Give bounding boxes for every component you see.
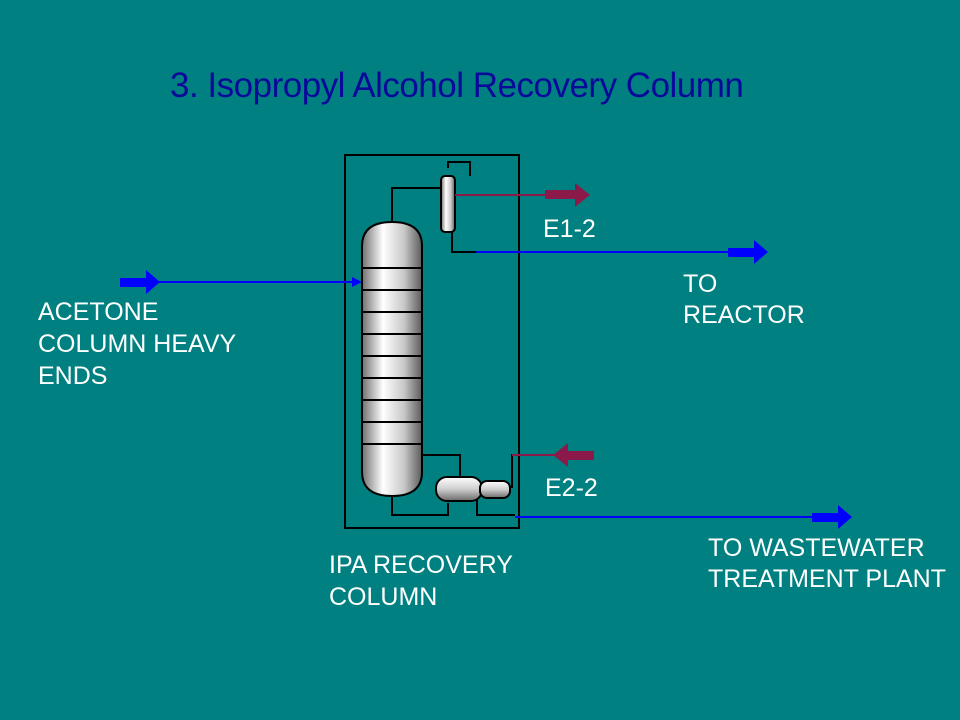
feed-label: ACETONE COLUMN HEAVY ENDS [38, 298, 243, 390]
column-label: IPA RECOVERY COLUMN [329, 551, 519, 611]
page-title: 3. Isopropyl Alcohol Recovery Column [170, 66, 744, 105]
ipa-recovery-column [361, 220, 423, 498]
energy-stream-e1-2 [455, 183, 590, 207]
wastewater-label: TO WASTEWATER TREATMENT PLANT [708, 534, 946, 593]
condenser-piping [391, 161, 476, 253]
energy-stream-e2-2 [512, 443, 594, 467]
distillate-stream [476, 240, 768, 264]
e1-2-label: E1-2 [543, 215, 596, 243]
condenser-e1-2 [440, 175, 456, 233]
column-boundary-box [344, 154, 520, 529]
e2-2-label: E2-2 [545, 474, 598, 502]
reboiler-e2-2 [435, 476, 511, 502]
bottoms-stream [515, 505, 852, 529]
feed-stream [120, 270, 362, 294]
reactor-label: TO REACTOR [683, 270, 805, 329]
